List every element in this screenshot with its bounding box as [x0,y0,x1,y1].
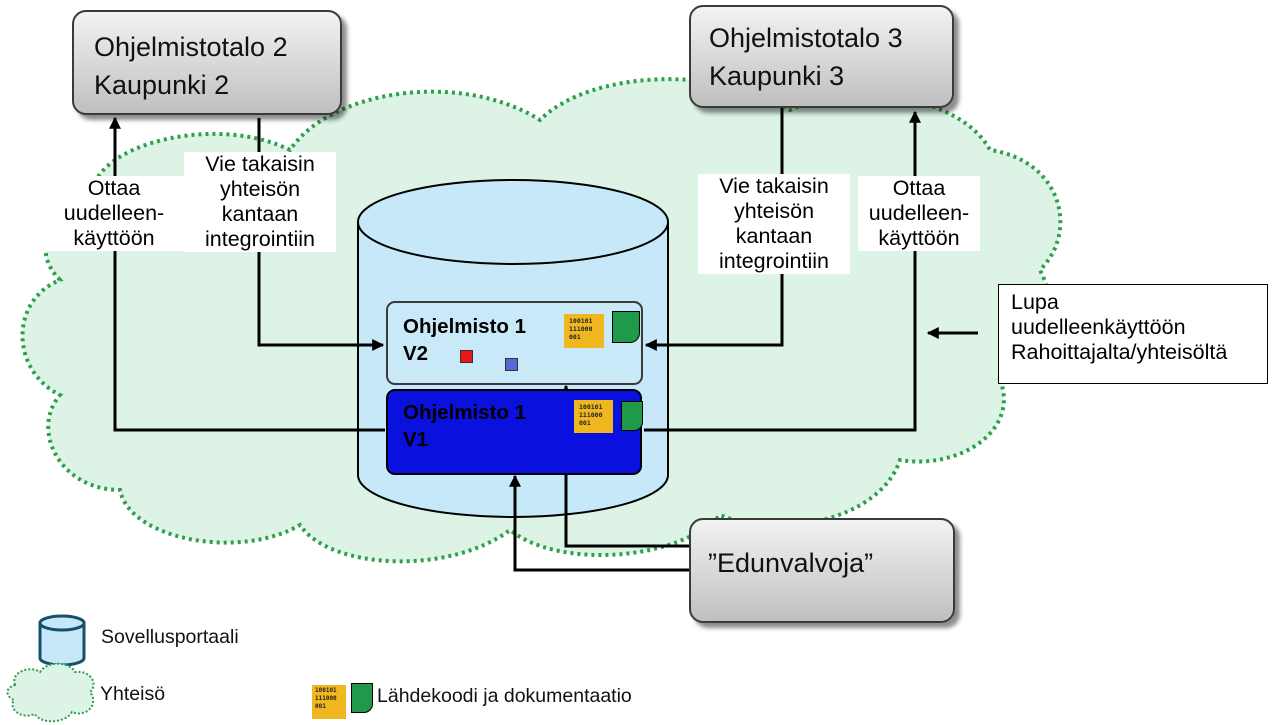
label-reuse-right-1: Ottaa [892,176,946,200]
advocate-box: ”Edunvalvoja” [689,518,955,623]
permission-line-2: uudelleenkäyttöön [1011,315,1186,339]
label-return-left: Vie takaisin yhteisön kantaan integroint… [184,152,336,252]
arrow-advocate-to-v1 [509,474,690,572]
blue-square-icon [505,358,518,371]
label-return-left-3: kantaan [221,202,299,226]
company-2-name: Ohjelmistotalo 2 [94,32,288,62]
legend-document-icon [351,683,373,713]
legend-source-label: Lähdekoodi ja dokumentaatio [377,685,632,707]
software-v1-box: Ohjelmisto 1 V1 100101 111000 001 [386,389,643,475]
legend-portal-label: Sovellusportaali [101,626,239,648]
permission-box: Lupa uudelleenkäyttöön Rahoittajalta/yht… [998,284,1268,384]
label-return-right-4: integrointiin [719,249,829,273]
legend-code-line-2: 111000 [315,695,337,702]
label-return-right-3: kantaan [735,224,813,248]
label-reuse-left-2: uudelleen- [63,201,165,225]
software-v2-name: Ohjelmisto 1 [403,315,527,338]
company-3-city: Kaupunki 3 [709,61,845,91]
company-3-box: Ohjelmistotalo 3 Kaupunki 3 [689,5,954,108]
document-icon [621,401,643,431]
label-reuse-left-3: käyttöön [73,226,155,250]
code-icon-line-1: 100101 [569,317,593,325]
code-icon-line-1: 100101 [579,403,603,411]
code-icon: 100101 111000 001 [564,314,604,348]
label-return-right: Vie takaisin yhteisön kantaan integroint… [698,174,850,274]
legend-code-line-3: 001 [315,703,326,710]
company-3-name: Ohjelmistotalo 3 [709,23,903,53]
software-v2-version: V2 [403,342,429,365]
code-icon-line-2: 111000 [569,325,593,333]
legend-code-icon: 100101 111000 001 [312,685,346,719]
label-reuse-right-3: käyttöön [878,226,960,250]
label-return-right-1: Vie takaisin [719,174,829,198]
label-reuse-right: Ottaa uudelleen- käyttöön [858,176,980,251]
legend-code-line-1: 100101 [315,687,337,694]
company-2-city: Kaupunki 2 [94,70,230,100]
label-return-left-2: yhteisön [219,177,301,201]
red-square-icon [460,350,473,363]
software-v1-name: Ohjelmisto 1 [403,401,527,424]
software-v1-version: V1 [403,428,429,451]
permission-line-3: Rahoittajalta/yhteisöltä [1011,340,1228,364]
code-icon-line-3: 001 [579,419,591,427]
label-return-left-4: integrointiin [205,227,315,251]
advocate-label: ”Edunvalvoja” [708,548,874,578]
permission-line-1: Lupa [1011,290,1059,314]
legend-portal-icon [38,614,86,667]
label-reuse-left-1: Ottaa [87,176,141,200]
legend-cloud-icon [6,662,95,723]
label-reuse-right-2: uudelleen- [868,201,970,225]
legend-community-label: Yhteisö [100,683,166,705]
company-2-box: Ohjelmistotalo 2 Kaupunki 2 [72,10,342,115]
software-v2-box: Ohjelmisto 1 V2 100101 111000 001 [386,301,643,385]
label-reuse-left: Ottaa uudelleen- käyttöön [34,176,194,251]
code-icon-line-2: 111000 [579,411,603,419]
code-icon: 100101 111000 001 [574,400,613,433]
label-return-left-1: Vie takaisin [205,152,315,176]
label-return-right-2: yhteisön [733,199,815,223]
code-icon-line-3: 001 [569,333,581,341]
document-icon [612,311,640,343]
